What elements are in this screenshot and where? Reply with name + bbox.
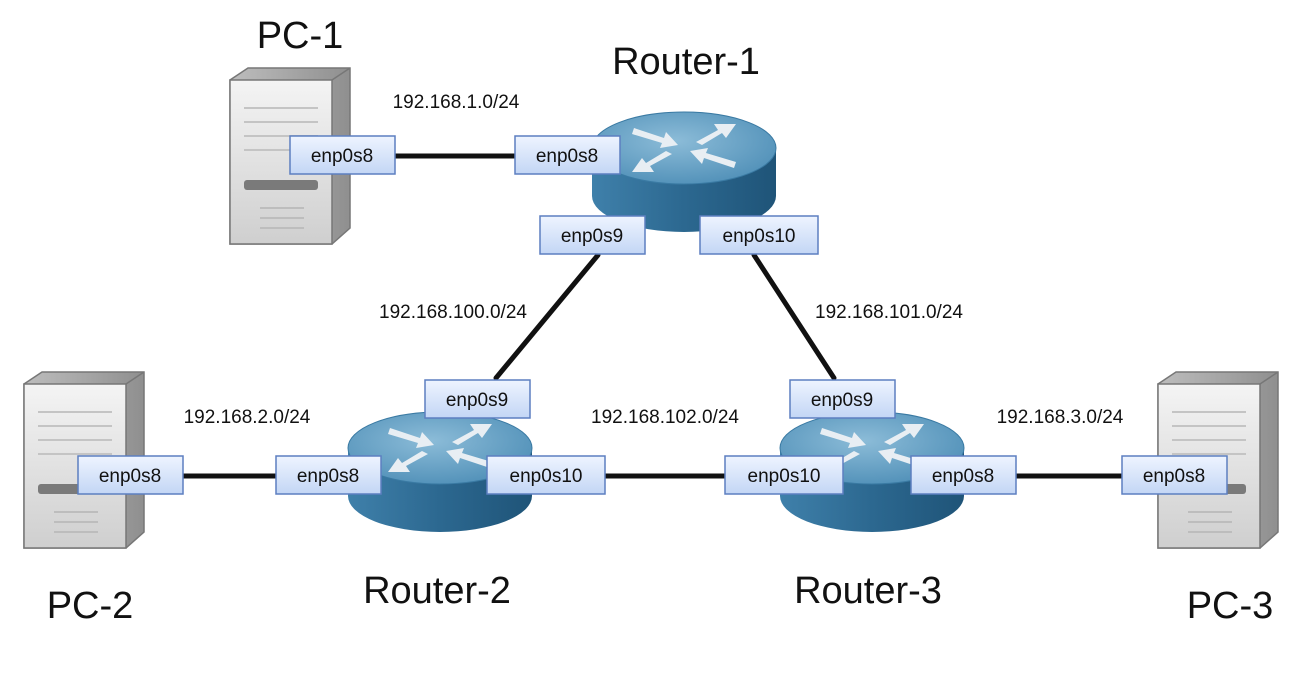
link-r1-r2 xyxy=(493,252,601,381)
r1-iface-enp0s9-label: enp0s9 xyxy=(561,226,623,247)
r3-iface-enp0s8: enp0s8 xyxy=(910,455,1017,495)
r1-iface-enp0s10-label: enp0s10 xyxy=(723,226,796,247)
router2-label: Router-2 xyxy=(363,570,511,612)
r2-iface-enp0s10-label: enp0s10 xyxy=(510,466,583,487)
net-r1-r3-label: 192.168.101.0/24 xyxy=(815,302,963,323)
pc3-iface-label: enp0s8 xyxy=(1143,466,1205,487)
pc3-iface-enp0s8: enp0s8 xyxy=(1121,455,1228,495)
r2-iface-enp0s10: enp0s10 xyxy=(486,455,606,495)
pc3-label: PC-3 xyxy=(1187,585,1274,627)
r1-iface-enp0s8-label: enp0s8 xyxy=(536,146,598,167)
r3-iface-enp0s10-label: enp0s10 xyxy=(748,466,821,487)
interfaces: enp0s8 enp0s8 enp0s9 enp0s10 enp0s9 enp0… xyxy=(77,135,1228,495)
link-r1-r3 xyxy=(751,252,837,381)
r2-iface-enp0s9-label: enp0s9 xyxy=(446,390,508,411)
r1-iface-enp0s10: enp0s10 xyxy=(699,215,819,255)
r3-iface-enp0s10: enp0s10 xyxy=(724,455,844,495)
net-pc2-r2-label: 192.168.2.0/24 xyxy=(184,407,311,428)
pc2-iface-label: enp0s8 xyxy=(99,466,161,487)
r3-iface-enp0s9-label: enp0s9 xyxy=(811,390,873,411)
r1-iface-enp0s9: enp0s9 xyxy=(539,215,646,255)
router3-label: Router-3 xyxy=(794,570,942,612)
pc1-label: PC-1 xyxy=(257,15,344,57)
net-r2-r3-label: 192.168.102.0/24 xyxy=(591,407,739,428)
r2-iface-enp0s9: enp0s9 xyxy=(424,379,531,419)
pc2-label: PC-2 xyxy=(47,585,134,627)
r1-iface-enp0s8: enp0s8 xyxy=(514,135,621,175)
links xyxy=(180,153,1125,479)
pc1-iface-label: enp0s8 xyxy=(311,146,373,167)
router1-label: Router-1 xyxy=(612,41,760,83)
pc2-iface-enp0s8: enp0s8 xyxy=(77,455,184,495)
r2-iface-enp0s8-label: enp0s8 xyxy=(297,466,359,487)
r3-iface-enp0s9: enp0s9 xyxy=(789,379,896,419)
net-r3-pc3-label: 192.168.3.0/24 xyxy=(997,407,1124,428)
r2-iface-enp0s8: enp0s8 xyxy=(275,455,382,495)
net-r1-r2-label: 192.168.100.0/24 xyxy=(379,302,527,323)
r3-iface-enp0s8-label: enp0s8 xyxy=(932,466,994,487)
net-pc1-r1-label: 192.168.1.0/24 xyxy=(393,92,520,113)
pc1-iface-enp0s8: enp0s8 xyxy=(289,135,396,175)
